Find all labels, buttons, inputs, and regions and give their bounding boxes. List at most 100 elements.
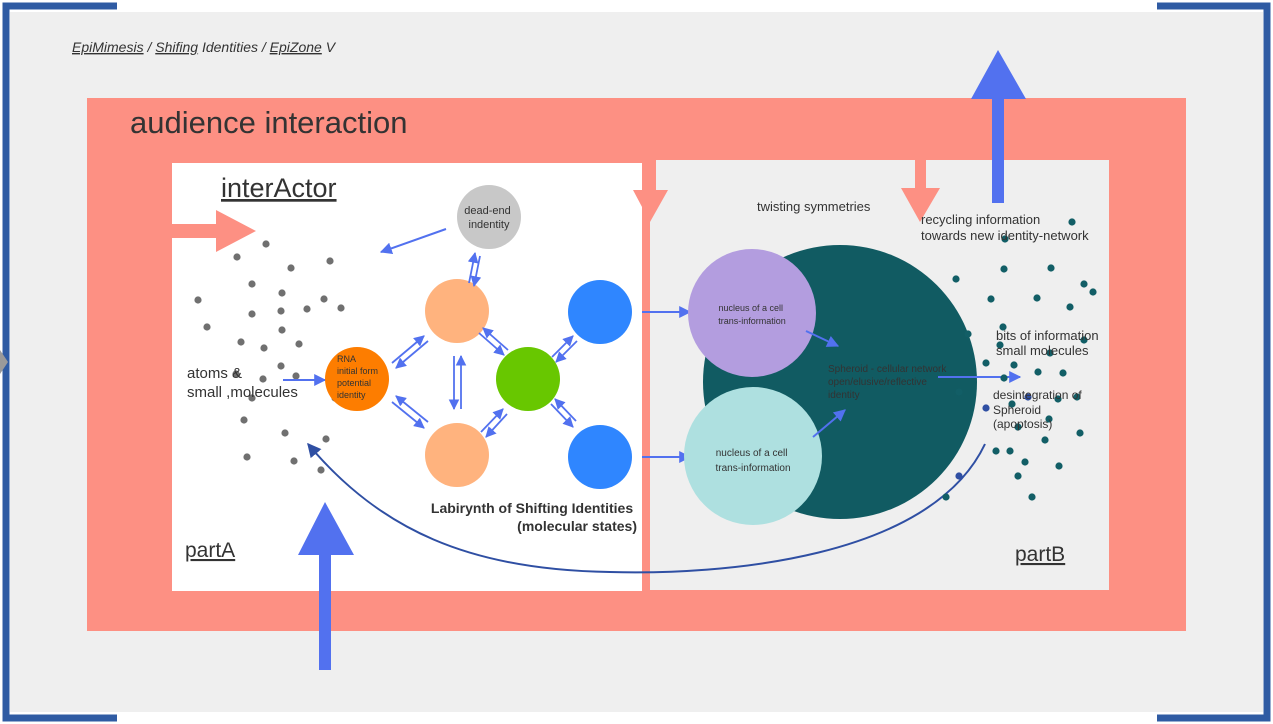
desint-line2: Spheroid	[993, 403, 1041, 417]
molecule-dots	[942, 218, 1097, 501]
breadcrumb: EpiMimesis / Shifing Identities / EpiZon…	[72, 39, 337, 55]
left-edge-notch-icon	[0, 350, 8, 374]
labyrinth-arrows	[391, 251, 578, 438]
atom-dot	[317, 466, 325, 474]
rna-label: RNA initial form potential identity	[337, 354, 381, 400]
molecule-dot	[1041, 436, 1049, 444]
atoms-line2: small ,molecules	[187, 384, 298, 401]
breadcrumb-shifing[interactable]: Shifing	[155, 39, 198, 55]
molecule-dot	[955, 472, 963, 480]
molecule-dot	[996, 341, 1004, 349]
desintegration-label: desintegration of Spheroid (apoptosis)	[993, 388, 1085, 431]
breadcrumb-identities: Identities /	[198, 39, 270, 55]
molecule-dot	[1010, 361, 1018, 369]
labyrinth-line2: (molecular states)	[517, 518, 637, 534]
molecule-dot	[952, 275, 960, 283]
top-down-arrow-icon	[633, 160, 668, 222]
molecule-dot	[987, 295, 995, 303]
molecule-dot	[982, 404, 990, 412]
nucleus1-line2: trans-information	[718, 316, 786, 326]
molecule-dot	[1066, 303, 1074, 311]
atom-dot	[322, 435, 330, 443]
nucleus-top[interactable]	[688, 249, 816, 377]
atom-dot	[278, 289, 286, 297]
breadcrumb-v: V	[322, 39, 337, 55]
desint-line1: desintegration of	[993, 388, 1082, 402]
molecule-dot	[999, 323, 1007, 331]
atom-dot	[320, 295, 328, 303]
deadend-line1: dead-end	[464, 205, 511, 217]
molecule-dot	[1014, 423, 1022, 431]
atom-dot	[262, 240, 270, 248]
bottom-up-blue-arrow-icon	[298, 502, 354, 670]
molecule-dot	[982, 359, 990, 367]
nucleus-top-to-spheroid-arrow	[805, 330, 840, 347]
molecule-dot	[1034, 368, 1042, 376]
atoms-label: atoms & small ,molecules	[187, 365, 298, 401]
molecule-dot	[1054, 395, 1062, 403]
nucleus-bottom[interactable]	[684, 387, 822, 525]
labyrinth-label: Labirynth of Shifting Identities (molecu…	[431, 500, 637, 534]
spheroid-line1: Spheroid - cellular network	[828, 364, 947, 375]
rna-node[interactable]	[325, 347, 389, 411]
molecule-dot	[964, 330, 972, 338]
atom-dot	[277, 307, 285, 315]
deadend-line2: indentity	[469, 219, 510, 231]
breadcrumb-epizone[interactable]: EpiZone	[270, 39, 322, 55]
left-entry-arrow-icon	[172, 210, 256, 252]
atom-dot	[243, 453, 251, 461]
bits-line2: small molecules	[996, 343, 1089, 358]
molecule-dot	[1059, 369, 1067, 377]
molecule-dot	[1046, 349, 1054, 357]
breadcrumb-epimimesis[interactable]: EpiMimesis	[72, 39, 144, 55]
peach-node-top[interactable]	[425, 279, 489, 343]
return-curve-arrow	[307, 442, 986, 574]
deadend-node[interactable]	[457, 185, 521, 249]
rna-line-0: RNA	[337, 354, 356, 364]
atoms-line1: atoms &	[187, 365, 242, 382]
recycling-line2: towards new identity-network	[921, 228, 1089, 243]
nucleus-bottom-to-spheroid-arrow	[812, 409, 846, 438]
blue-node-top[interactable]	[568, 280, 632, 344]
atom-dot	[194, 296, 202, 304]
atom-dot	[233, 253, 241, 261]
molecule-dot	[1024, 393, 1032, 401]
nucleus2-line2: trans-information	[715, 463, 790, 474]
atom-dot	[277, 362, 285, 370]
nucleus1-line1: nucleus of a cell	[718, 303, 783, 313]
molecule-dot	[1033, 294, 1041, 302]
rna-line-1: initial form	[337, 366, 378, 376]
molecule-dot	[1080, 336, 1088, 344]
atom-dots	[194, 240, 345, 474]
molecule-dot	[1000, 265, 1008, 273]
molecule-dot	[1055, 462, 1063, 470]
molecule-dot	[1045, 415, 1053, 423]
atom-dot	[337, 304, 345, 312]
spheroid-line3: identity	[828, 390, 860, 401]
molecule-dot	[1076, 429, 1084, 437]
green-node[interactable]	[496, 347, 560, 411]
desint-line3: (apoptosis)	[993, 417, 1052, 431]
bits-label: bits of information small molecules	[996, 328, 1102, 358]
molecule-dot	[942, 493, 950, 501]
molecule-dot	[1000, 374, 1008, 382]
recycling-line1: recycling information	[921, 212, 1040, 227]
atom-dot	[260, 344, 268, 352]
molecule-dot	[1047, 264, 1055, 272]
atom-dot	[303, 305, 311, 313]
molecule-dot	[1089, 288, 1097, 296]
molecule-dot	[1080, 280, 1088, 288]
bits-line1: bits of information	[996, 328, 1099, 343]
atom-dot	[281, 429, 289, 437]
peach-node-bottom[interactable]	[425, 423, 489, 487]
molecule-dot	[1068, 218, 1076, 226]
molecule-dot	[955, 388, 963, 396]
blue-node-bottom[interactable]	[568, 425, 632, 489]
atom-dot	[237, 338, 245, 346]
deadend-out-arrow	[379, 228, 447, 255]
atom-dot	[295, 340, 303, 348]
molecule-dot	[1073, 393, 1081, 401]
molecule-dot	[992, 447, 1000, 455]
nucleus-bottom-label: nucleus of a cell trans-information	[715, 448, 790, 474]
atom-dot	[326, 257, 334, 265]
